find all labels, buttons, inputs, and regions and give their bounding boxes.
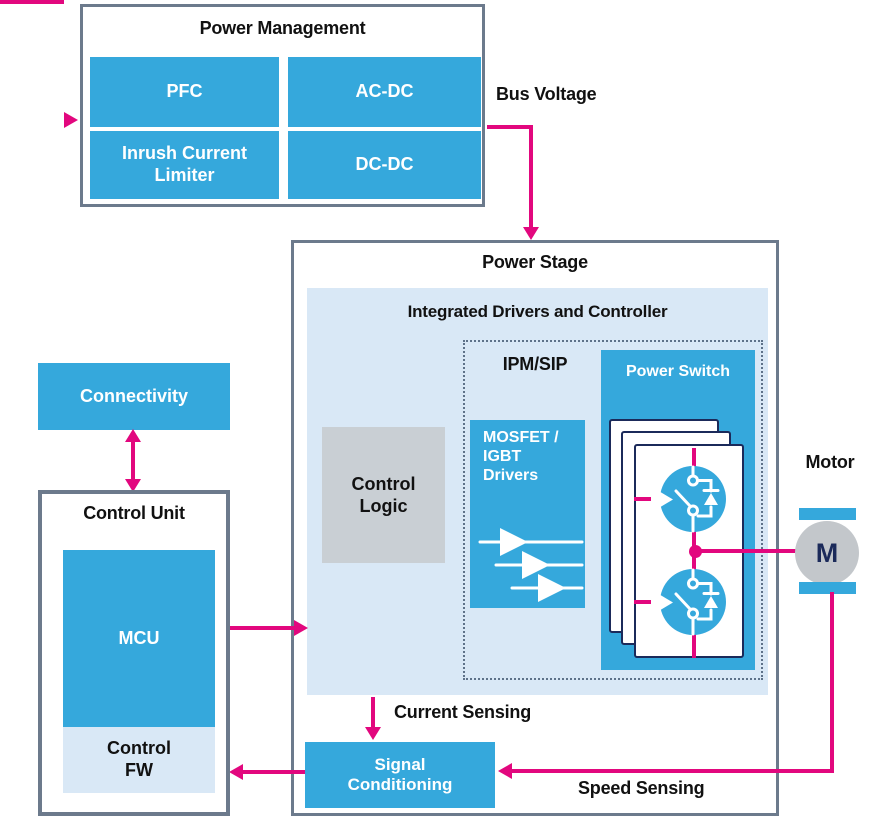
signal-conditioning-block: Signal Conditioning <box>305 742 495 808</box>
bus-voltage-arrow-head-icon <box>523 227 539 240</box>
signal-to-control-line <box>243 770 305 774</box>
driver-amplifier-triangles-icon <box>478 528 584 602</box>
inrush-current-limiter-block: Inrush Current Limiter <box>90 131 279 199</box>
motor-icon: M <box>795 521 859 585</box>
signal-to-control-arrow-head-icon <box>229 764 243 780</box>
ipm-sip-label: IPM/SIP <box>502 354 568 374</box>
power-stage-box: Power Stage Integrated Drivers and Contr… <box>291 240 779 816</box>
motor-phase-line <box>699 549 796 553</box>
igbt-switch-bottom-icon <box>634 568 726 636</box>
speed-sensing-arrow-head-icon <box>498 763 512 779</box>
igbt-switch-top-icon <box>634 465 726 533</box>
bus-voltage-line-h <box>487 125 533 129</box>
mcu-to-power-stage-line <box>230 626 296 630</box>
input-arrow-head-icon <box>64 112 78 128</box>
integrated-drivers-panel: Integrated Drivers and Controller Contro… <box>307 288 768 695</box>
current-sensing-line <box>371 697 375 728</box>
input-arrow-line <box>0 0 64 4</box>
power-stage-title: Power Stage <box>482 252 588 272</box>
connectivity-block: Connectivity <box>38 363 230 430</box>
motor-top-bar-icon <box>799 508 856 520</box>
current-sensing-arrow-head-icon <box>365 727 381 740</box>
motor-letter: M <box>815 537 839 568</box>
motor-bottom-bar-icon <box>799 582 856 594</box>
pfc-block: PFC <box>90 57 279 127</box>
power-management-box: Power Management PFC AC-DC Inrush Curren… <box>80 4 485 207</box>
bus-voltage-label: Bus Voltage <box>496 84 597 104</box>
speed-sensing-line-h <box>512 769 834 773</box>
current-sensing-label: Current Sensing <box>394 702 532 722</box>
power-management-title: Power Management <box>199 18 366 38</box>
connectivity-arrow-up-icon <box>125 429 141 442</box>
phase-junction-dot-icon <box>689 545 702 558</box>
control-fw-block: Control FW <box>63 727 215 793</box>
ipm-sip-box: IPM/SIP MOSFET / IGBT Drivers Power Swit… <box>463 340 763 680</box>
bus-voltage-line-v <box>529 125 533 228</box>
control-unit-box: Control Unit MCU Control FW <box>38 490 230 816</box>
ac-dc-block: AC-DC <box>288 57 481 127</box>
motor-label: Motor <box>805 452 855 472</box>
dc-dc-block: DC-DC <box>288 131 481 199</box>
control-unit-title: Control Unit <box>83 503 185 523</box>
speed-sensing-line-v <box>830 592 834 773</box>
connectivity-arrow-down-icon <box>125 479 141 492</box>
connectivity-control-line <box>131 441 135 481</box>
mcu-to-power-stage-arrow-head-icon <box>294 620 308 636</box>
mosfet-igbt-drivers-block: MOSFET / IGBT Drivers <box>470 420 585 608</box>
mcu-block: MCU <box>63 550 215 727</box>
speed-sensing-label: Speed Sensing <box>578 778 705 798</box>
integrated-drivers-title: Integrated Drivers and Controller <box>407 302 668 321</box>
control-logic-block: Control Logic <box>322 427 445 563</box>
